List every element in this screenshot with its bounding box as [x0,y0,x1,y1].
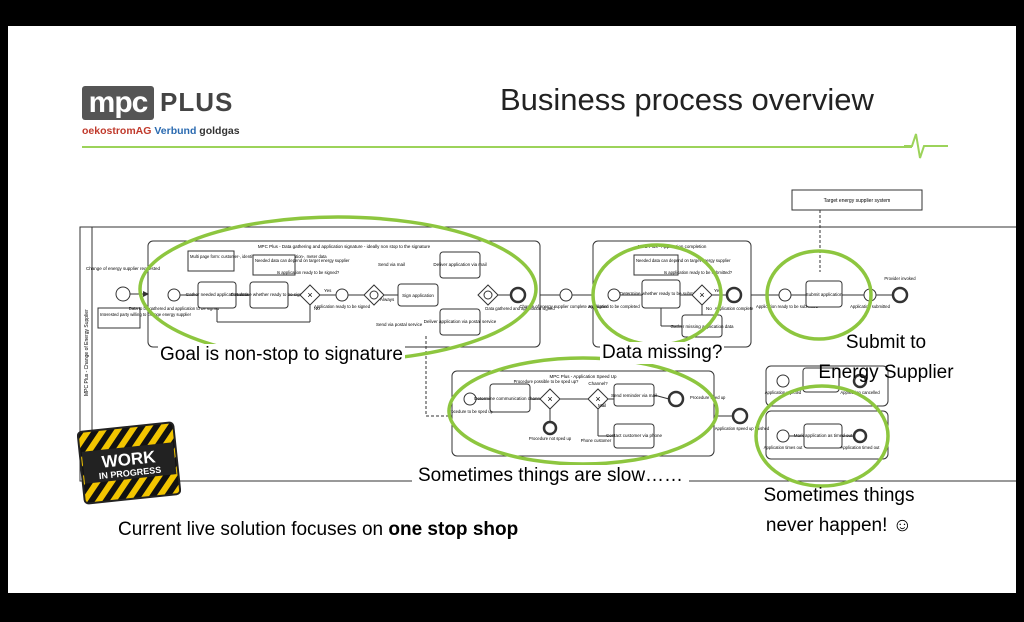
svg-text:Application ready to be submit: Application ready to be submitted [756,304,819,309]
svg-text:Procedure to be sped up: Procedure to be sped up [447,409,494,414]
svg-text:Always: Always [380,297,395,302]
svg-text:Send reminder via mail: Send reminder via mail [611,393,657,398]
svg-text:Procedure not sped up: Procedure not sped up [529,436,572,441]
svg-text:×: × [307,290,312,300]
target-pool-label: Target energy supplier system [824,198,891,204]
pool-label: MPC Plus - Change of Energy Supplier [84,309,90,396]
annotation-submit-line1: Submit to [845,332,927,353]
svg-text:Application cancelled: Application cancelled [840,390,880,395]
svg-text:Gather needed application data: Gather needed application data [186,292,249,297]
svg-text:Yes: Yes [324,288,332,293]
svg-text:Application ready to be signed: Application ready to be signed [314,304,371,309]
svg-text:Data gathered and application: Data gathered and application signed [485,306,555,311]
subprocess-gathering-label: MPC Plus - Data gathering and applicatio… [258,244,431,249]
svg-text:Deliver application via mail: Deliver application via mail [433,262,486,267]
svg-text:Needed data can depend on targ: Needed data can depend on target energy … [636,258,731,263]
svg-text:Yes: Yes [714,288,722,293]
partner-verbund: Verbund [154,125,197,137]
svg-text:Application rejected: Application rejected [765,390,802,395]
highlight-timeout [754,384,890,488]
svg-text:Mark application as timed out: Mark application as timed out [794,433,853,438]
annotation-never: Sometimes things never happen! ☺ [750,481,928,541]
pulse-icon [904,133,948,159]
plus-logo-text: PLUS [160,87,234,117]
svg-text:Needed data can depend on targ: Needed data can depend on target energy … [255,258,350,263]
svg-text:Contact customer via phone: Contact customer via phone [606,433,663,438]
svg-text:Application speed up finished: Application speed up finished [715,426,770,431]
svg-text:Send via mail: Send via mail [378,262,405,267]
partner-oekostrom: oekostromAG [82,125,152,137]
start1-label: Change of energy supplier requested [86,266,161,271]
svg-text:No: No [314,306,320,311]
svg-text:MPC Plus - Application Speed U: MPC Plus - Application Speed Up [549,374,617,379]
footer-note: Current live solution focuses on one sto… [118,519,518,541]
target-pool [791,189,923,211]
svg-text:×: × [699,290,704,300]
annotation-never-line1: Sometimes things [763,485,915,506]
svg-text:Data to be gathered and applic: Data to be gathered and application to b… [129,306,220,311]
svg-text:Mail: Mail [598,403,606,408]
svg-text:Is application ready to be sig: Is application ready to be signed? [277,270,340,275]
svg-text:Channel?: Channel? [588,381,608,386]
svg-text:Submit application: Submit application [806,292,843,297]
annotation-submit-line2: Energy Supplier [818,362,954,383]
highlight-submit [765,249,873,341]
svg-text:No: No [706,306,712,311]
start2-label: Interested party willing to change energ… [100,312,192,317]
slide: mpc PLUS oekostromAG Verbund goldgas Bus… [8,26,1016,593]
annotation-never-line2: never happen! ☺ [765,515,913,536]
mpc-logo: mpc [82,86,154,120]
svg-text:Provider invoked: Provider invoked [884,276,916,281]
svg-text:Change of energy supplier comp: Change of energy supplier complete and s… [520,304,610,309]
svg-text:Application times out: Application times out [764,445,803,450]
svg-text:×: × [595,394,600,404]
subprocess-speedup [451,370,715,457]
svg-text:Sign application: Sign application [402,293,434,298]
svg-text:Application to be completed: Application to be completed [588,304,640,309]
annotation-submit: Submit to Energy Supplier [806,328,966,388]
separator-line [82,146,912,148]
annotation-slow: Sometimes things are slow…… [412,465,690,487]
svg-text:Gather missing application dat: Gather missing application data [670,324,734,329]
bpmn-diagram: MPC Plus - Change of Energy Supplier Tar… [79,189,1016,488]
work-in-progress-sign: WORK IN PROGRESS [77,421,181,505]
start-event [115,286,131,302]
partner-goldgas: goldgas [199,125,240,137]
partner-logos: oekostromAG Verbund goldgas [82,125,240,137]
footer-bold: one stop shop [388,519,519,540]
svg-text:Determine whether ready to be: Determine whether ready to be signed [231,292,308,297]
annotation-missing: Data missing? [600,342,725,364]
svg-text:Application timed out: Application timed out [841,445,881,450]
svg-text:Is application ready to be sub: Is application ready to be submitted? [664,270,733,275]
svg-text:Deliver application via postal: Deliver application via postal service [424,319,497,324]
highlight-speedup [447,356,719,466]
annotation-goal: Goal is non-stop to signature [158,344,405,366]
svg-text:Determine whether ready to be: Determine whether ready to be submitted [620,291,703,296]
page-title: Business process overview [500,82,874,117]
svg-text:Procedure sped up: Procedure sped up [690,395,726,400]
svg-text:Phone customer: Phone customer [581,438,612,443]
svg-text:×: × [547,394,552,404]
footer-prefix: Current live solution focuses on [118,519,389,540]
svg-text:Procedure possible to be sped: Procedure possible to be sped up? [514,379,579,384]
svg-text:Send via postal service: Send via postal service [376,322,423,327]
svg-text:Determine communication channe: Determine communication channels [474,396,546,401]
svg-text:Application complete: Application complete [715,306,754,311]
